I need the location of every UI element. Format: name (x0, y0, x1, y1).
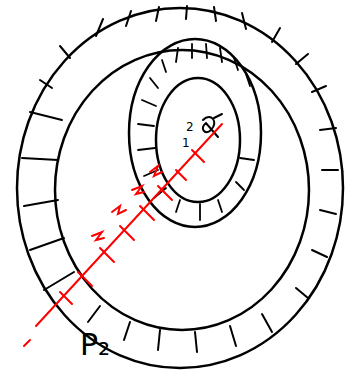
radius-line (24, 124, 222, 346)
tread-marks (296, 128, 338, 298)
hub-tread (138, 44, 254, 220)
red-scribbles (92, 166, 162, 240)
hub-tread-marks (176, 158, 254, 220)
tread-marks (88, 306, 272, 352)
tire-outline (17, 8, 343, 368)
tire-outer-edge (17, 8, 343, 368)
tire-tread (22, 6, 338, 352)
point-label: P₂ (80, 330, 110, 360)
hub-tread-marks (138, 60, 166, 198)
hub-outer-edge (129, 39, 261, 227)
callout-number: 1 (182, 137, 190, 149)
red-radius (36, 124, 222, 326)
tread-marks (22, 46, 74, 290)
red-ticks (60, 150, 204, 304)
hub-tread-marks (176, 44, 250, 86)
callout-number: 2 (186, 121, 194, 133)
red-extension (24, 340, 30, 346)
tread-marks (96, 6, 326, 92)
tire-inner-edge (55, 50, 309, 330)
